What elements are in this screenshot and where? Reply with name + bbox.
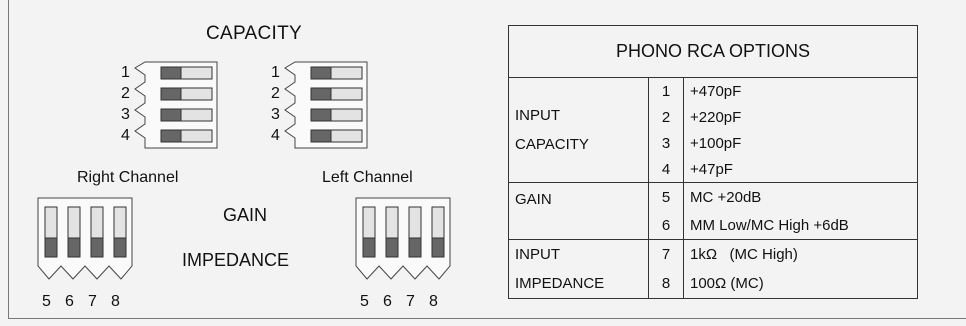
table-title: PHONO RCA OPTIONS: [507, 25, 919, 78]
option-value: MM Low/MC High +6dB: [682, 211, 919, 240]
gain-left-switch-8: 8: [429, 293, 438, 310]
option-value: 100Ω (MC): [682, 269, 919, 299]
group-name-line: INPUT: [515, 107, 560, 124]
frame-bottom-border: [8, 318, 966, 319]
switch-number: 1: [648, 77, 684, 104]
switch-number: 4: [648, 156, 684, 183]
option-value: 1kΩ (MC High): [682, 239, 919, 269]
capacity-left-switch-1: 1: [271, 64, 280, 81]
frame-left-border: [8, 0, 9, 318]
gain-label: GAIN: [223, 205, 268, 225]
gain-left-switch-5: 5: [360, 293, 369, 310]
gain-right-switch-7: 7: [88, 293, 97, 310]
group-name-line: GAIN: [515, 191, 552, 208]
gain-right-switch-5: 5: [42, 293, 51, 310]
gain-switch-left: [355, 197, 451, 280]
group-name-line: CAPACITY: [515, 136, 589, 153]
group-input-impedance: INPUT IMPEDANCE: [508, 239, 649, 299]
capacity-right-switch-3: 3: [121, 106, 130, 123]
option-value: +100pF: [682, 130, 919, 156]
capacity-left-switch-4: 4: [271, 127, 280, 144]
group-name-line: IMPEDANCE: [515, 275, 605, 292]
left-channel-label: Left Channel: [322, 169, 413, 186]
capacity-right-switch-1: 1: [121, 64, 130, 81]
capacity-title: CAPACITY: [206, 23, 303, 44]
capacity-left-switch-2: 2: [271, 85, 280, 102]
option-value: +220pF: [682, 104, 919, 130]
capacity-right-switch-4: 4: [121, 127, 130, 144]
gain-right-switch-8: 8: [111, 293, 120, 310]
gain-left-switch-7: 7: [406, 293, 415, 310]
right-channel-label: Right Channel: [77, 169, 179, 186]
capacity-left-switch-3: 3: [271, 106, 280, 123]
capacity-switch-right: [134, 61, 218, 149]
switch-number: 8: [648, 269, 684, 299]
gain-right-switch-6: 6: [65, 293, 74, 310]
switch-number: 6: [648, 211, 684, 240]
group-gain: GAIN: [508, 182, 649, 240]
group-name-line: INPUT: [515, 246, 560, 263]
switch-number: 5: [648, 182, 684, 211]
option-value: MC +20dB: [682, 182, 919, 211]
option-value: +47pF: [682, 156, 919, 183]
impedance-label: IMPEDANCE: [182, 250, 290, 270]
gain-left-switch-6: 6: [383, 293, 392, 310]
switch-number: 7: [648, 239, 684, 269]
switch-number: 2: [648, 104, 684, 130]
group-input-capacity: INPUT CAPACITY: [508, 77, 649, 183]
capacity-right-switch-2: 2: [121, 85, 130, 102]
capacity-switch-left: [284, 61, 368, 149]
option-value: +470pF: [682, 77, 919, 104]
phono-rca-options-table: PHONO RCA OPTIONS INPUT CAPACITY 1 +470p…: [507, 25, 919, 299]
switch-number: 3: [648, 130, 684, 156]
gain-switch-right: [37, 197, 133, 280]
